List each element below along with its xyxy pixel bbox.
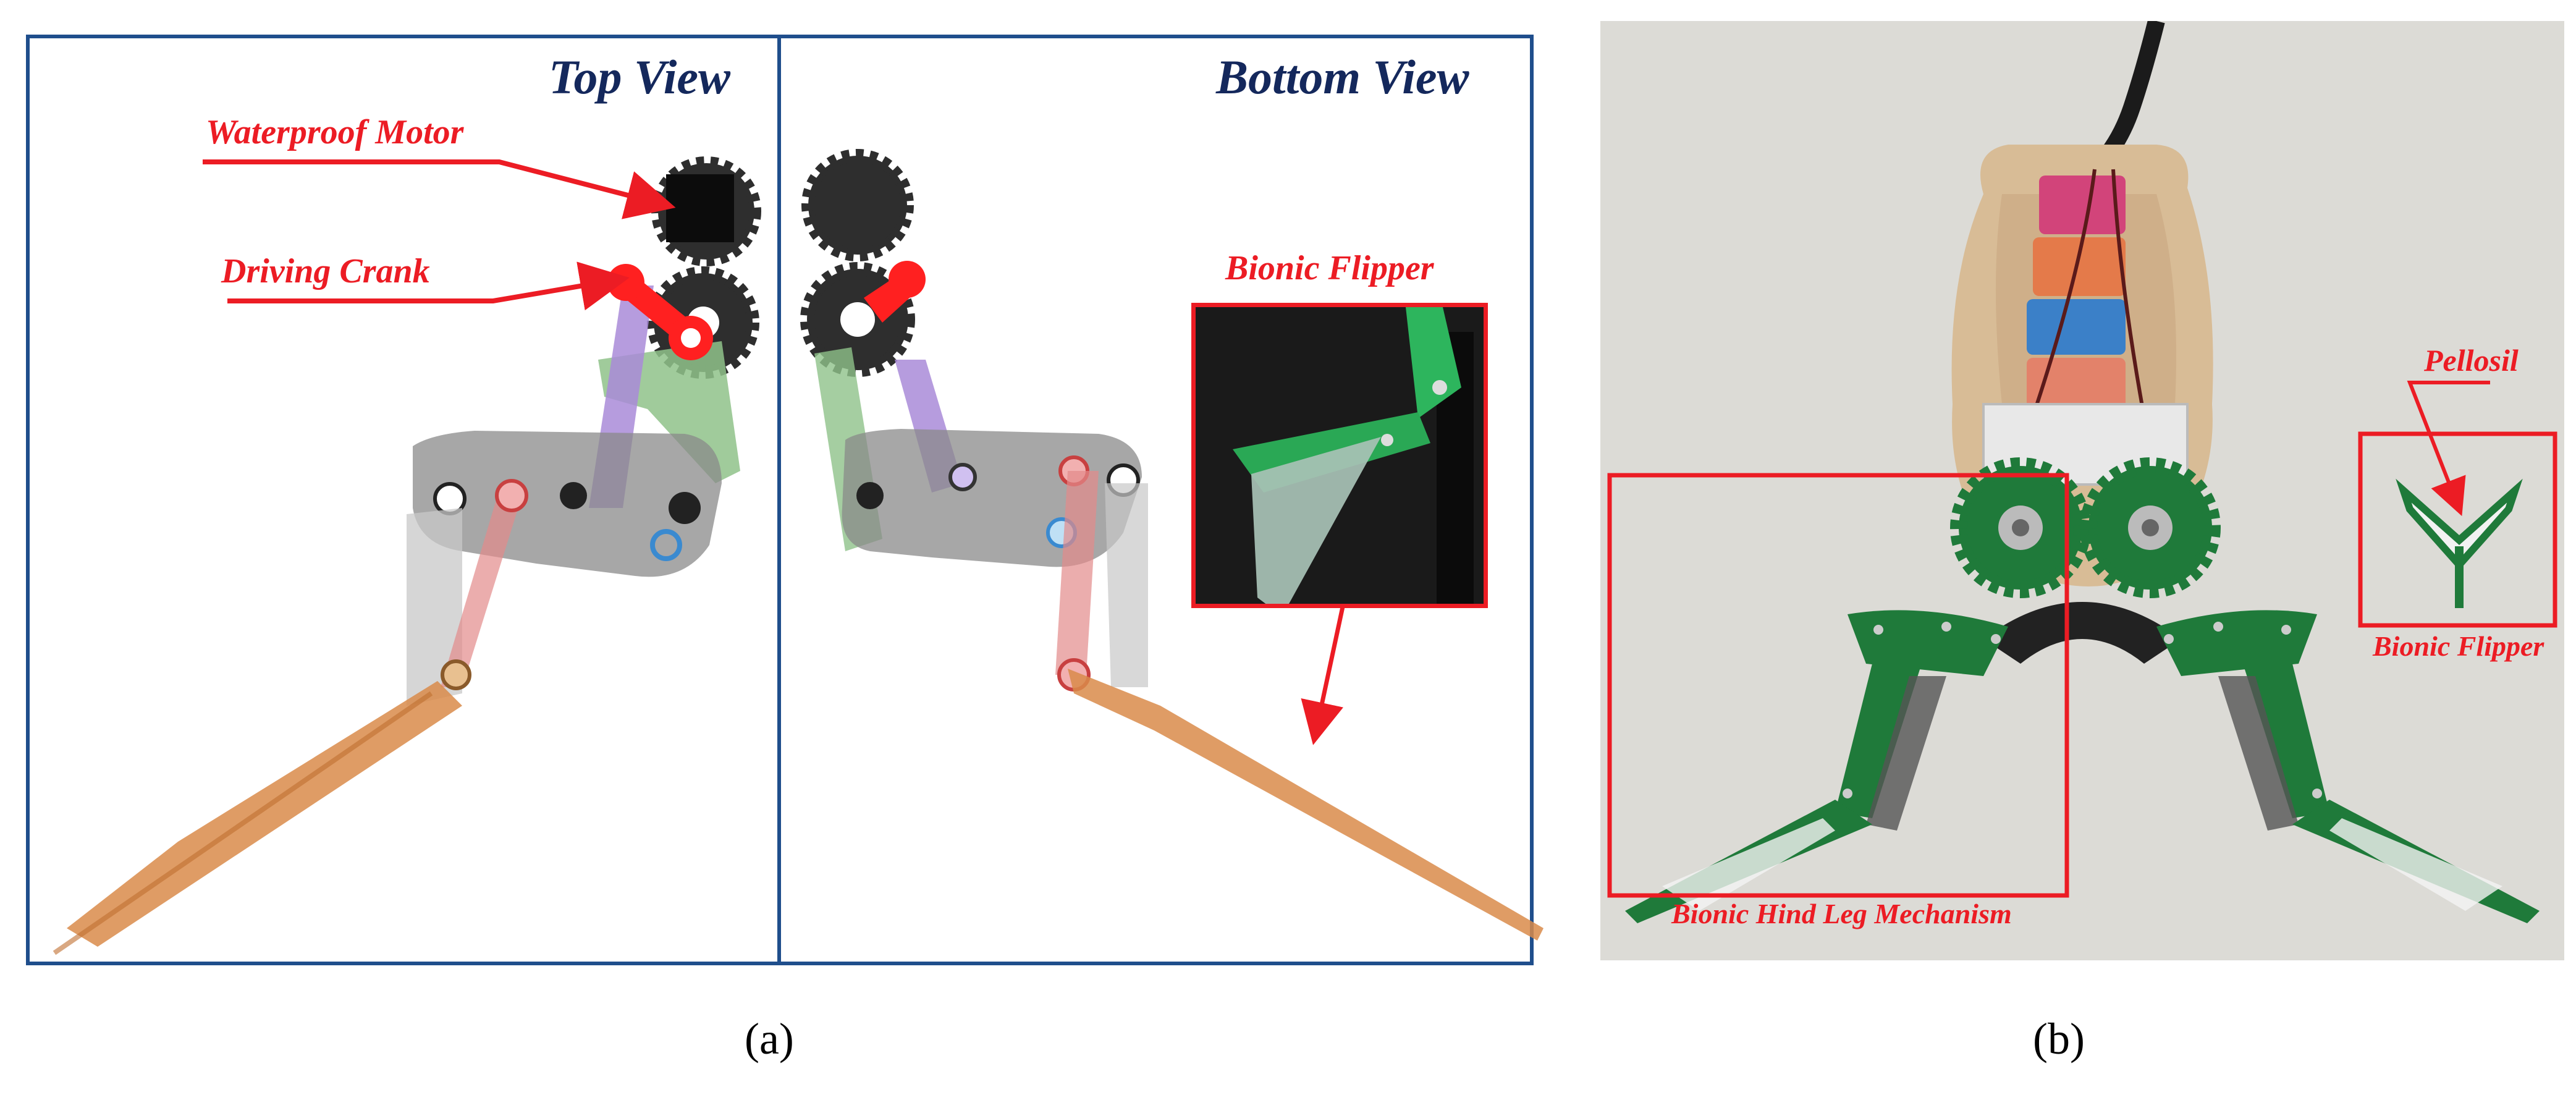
- battery-blue: [2027, 299, 2126, 355]
- waterproof-motor-icon: [666, 174, 734, 242]
- hind-leg-box: [1607, 473, 2069, 898]
- flipper-box: [2358, 431, 2557, 628]
- pink-link: [441, 489, 524, 687]
- pellosil-label: Pellosil: [2424, 343, 2519, 378]
- flipper-inset: [1191, 303, 1488, 608]
- bionic-flipper-label-a: Bionic Flipper: [1225, 249, 1434, 287]
- panel-b-photo: Pellosil Bionic Flipper Bionic Hind Leg …: [1600, 21, 2564, 960]
- right-thigh: [2156, 610, 2317, 676]
- battery-magenta: [2039, 176, 2126, 234]
- upper-gear-icon-bottom: [801, 149, 914, 261]
- left-shank: [1835, 664, 1922, 818]
- battery-orange: [2033, 237, 2126, 296]
- bottom-view-title: Bottom View: [1216, 50, 1469, 104]
- driving-crank-label: Driving Crank: [221, 252, 430, 290]
- flipper-inset-photo: [1196, 307, 1484, 604]
- right-gear-icon: [2080, 457, 2221, 598]
- pellosil-arrow: [2407, 381, 2490, 517]
- shank-link: [407, 508, 462, 706]
- bottom-view-mechanism: [800, 149, 1543, 941]
- sublabel-a: (a): [745, 1014, 794, 1064]
- panel-a-frame: Top View Bottom View: [26, 35, 1543, 965]
- right-shank: [2243, 664, 2329, 818]
- sublabel-b: (b): [2033, 1014, 2085, 1064]
- prototype-photo: [1607, 21, 2557, 923]
- top-view-title: Top View: [549, 50, 731, 104]
- waterproof-motor-label: Waterproof Motor: [206, 113, 464, 151]
- callout-arrows-a: [203, 159, 1345, 745]
- foot-link: [67, 681, 462, 947]
- foot-link-bottom: [1068, 669, 1543, 941]
- left-thigh: [1848, 610, 2008, 676]
- motor-arrow: [203, 159, 676, 219]
- crank-arrow: [227, 261, 630, 311]
- flipper-membrane: [1251, 437, 1381, 604]
- bionic-flipper-label-b: Bionic Flipper: [2373, 630, 2544, 662]
- battery-salmon: [2027, 358, 2126, 413]
- flipper-arrow: [1301, 606, 1345, 745]
- view-divider: [777, 38, 781, 962]
- hind-leg-label: Bionic Hind Leg Mechanism: [1671, 898, 2012, 929]
- left-gear-icon: [1950, 457, 2091, 598]
